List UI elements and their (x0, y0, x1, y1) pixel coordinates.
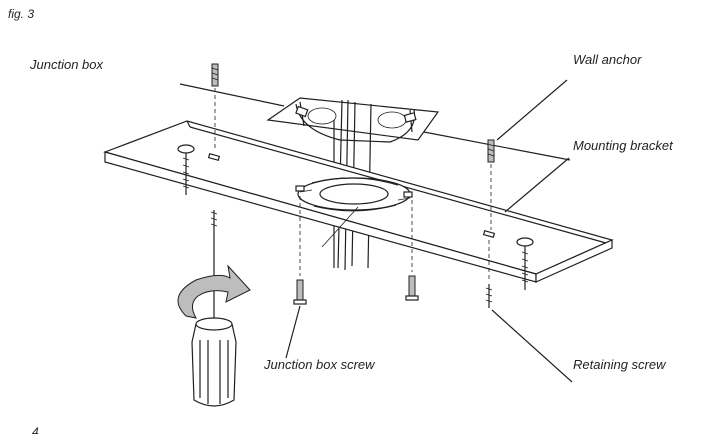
figure-caption: fig. 3 (8, 7, 34, 21)
label-mounting-bracket: Mounting bracket (573, 138, 674, 153)
retaining-screw (485, 240, 493, 308)
label-junction-box: Junction box (29, 57, 103, 72)
leader-lines (285, 79, 573, 383)
page-mark: 4 (32, 425, 39, 434)
junction-box-screw-left (293, 196, 307, 305)
bracket-screw-right (516, 237, 534, 290)
label-retaining-screw: Retaining screw (573, 357, 667, 372)
wall-anchor-right (487, 139, 495, 230)
label-junction-box-screw: Junction box screw (263, 357, 376, 372)
junction-box-screw-right (405, 200, 419, 301)
ceiling-plane (179, 83, 571, 161)
junction-box (266, 97, 440, 143)
mounting-bracket (103, 120, 614, 283)
rotation-arrow (177, 264, 251, 319)
wall-anchor-left (211, 63, 219, 150)
label-wall-anchor: Wall anchor (573, 52, 642, 67)
bracket-screw-left (177, 144, 195, 195)
screwdriver (191, 210, 237, 407)
